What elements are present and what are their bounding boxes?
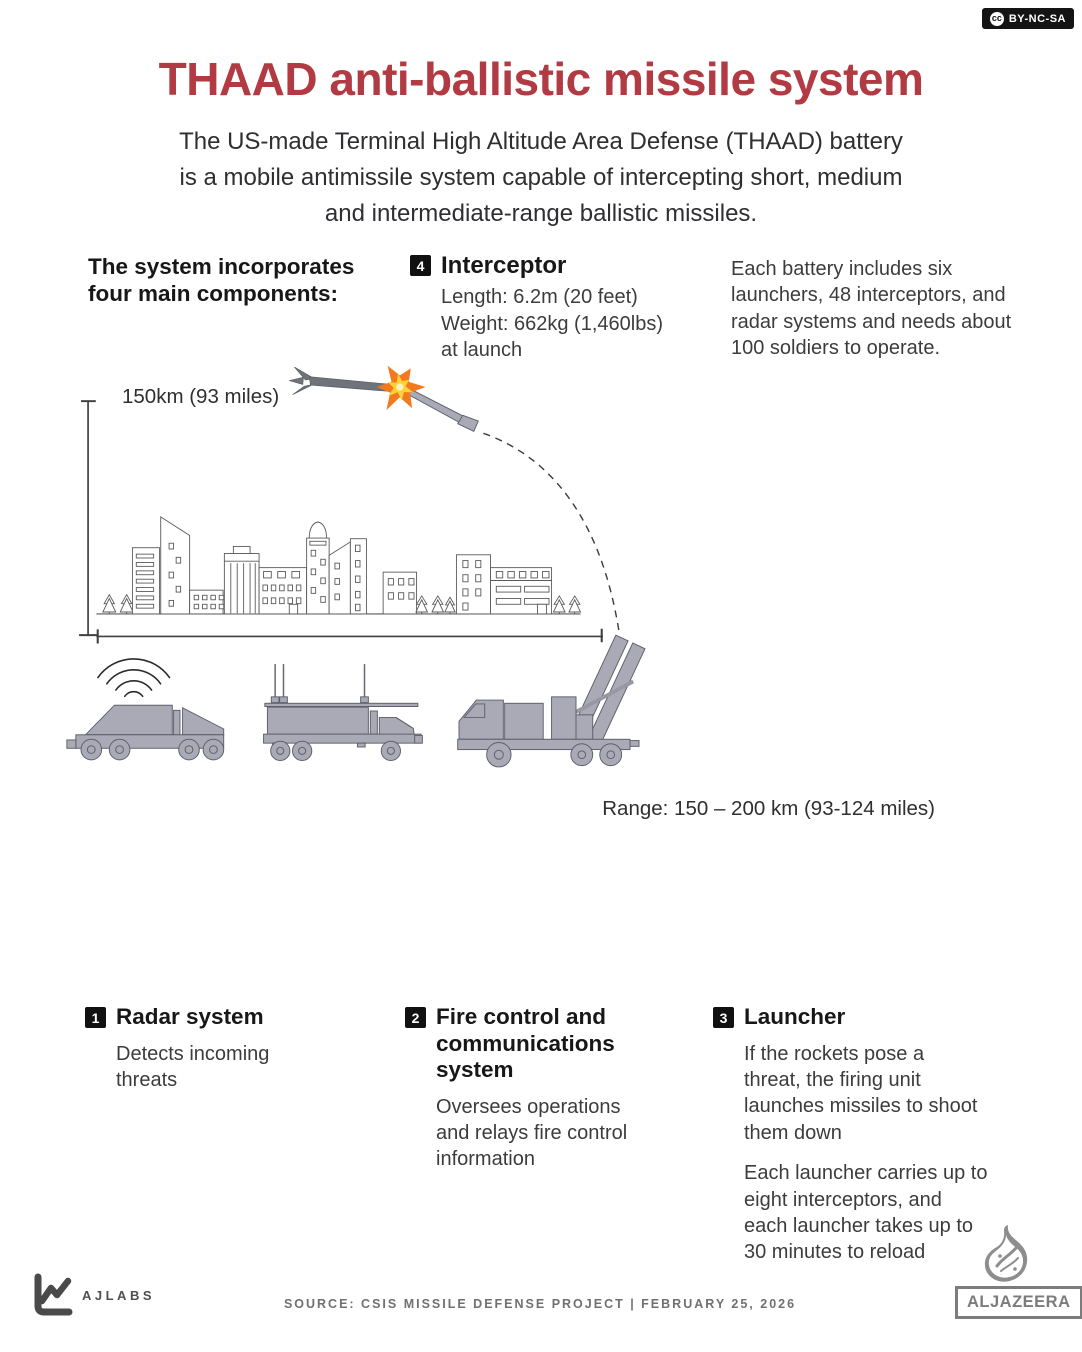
range-axis [96, 628, 603, 644]
component-1-title: Radar system [116, 1004, 264, 1029]
city-skyline-icon [96, 516, 582, 615]
component-interceptor-block: 4 Interceptor Length: 6.2m (20 feet) Wei… [410, 252, 695, 363]
aljazeera-calligraphy-icon [977, 1224, 1035, 1289]
explosion-burst-icon [376, 365, 426, 411]
ajlabs-brand: AJLABS [28, 1272, 155, 1318]
component-1-badge: 1 [85, 1007, 106, 1028]
ajlabs-label: AJLABS [82, 1287, 156, 1303]
line-chart-icon [34, 1273, 73, 1316]
radar-waves-icon [97, 658, 171, 698]
component-2-title: Fire control and communications system [436, 1004, 615, 1083]
components-heading: The system incorporates four main compon… [88, 254, 355, 306]
license-badge: cc BY-NC-SA [981, 8, 1074, 29]
subtitle-line-2: is a mobile antimissile system capable o… [179, 164, 903, 191]
component-3-badge: 3 [713, 1007, 734, 1028]
aljazeera-wordmark: ALJAZEERA [955, 1286, 1082, 1319]
interceptor-spec-length: Length: 6.2m (20 feet) [441, 286, 638, 309]
fire-control-truck [263, 664, 423, 761]
component-1-desc: Detects incoming threats [116, 1042, 270, 1091]
license-label: BY-NC-SA [1008, 12, 1066, 25]
interceptor-rocket-icon [404, 387, 479, 433]
component-launcher-block: 3 Launcher If the rockets pose a threat,… [713, 1004, 987, 1266]
component-fire-control-block: 2 Fire control and communications system… [405, 1004, 655, 1173]
dashed-trajectory-icon [483, 432, 620, 633]
diagram-art [66, 365, 646, 768]
launcher-truck [457, 679, 640, 768]
range-label: Range: 150 – 200 km (93-124 miles) [602, 797, 935, 820]
altitude-label: 150km (93 miles) [122, 385, 280, 408]
component-4-title: Interceptor [441, 252, 567, 279]
component-3-desc-2: Each launcher carries up to eight interc… [744, 1162, 988, 1264]
page-subtitle: The US-made Terminal High Altitude Area … [0, 124, 1082, 232]
subtitle-line-1: The US-made Terminal High Altitude Area … [179, 128, 903, 155]
component-3-title: Launcher [744, 1004, 846, 1029]
launcher-strut [564, 679, 635, 720]
interceptor-spec-weight: Weight: 662kg (1,460lbs) [441, 312, 663, 335]
source-line: SOURCE: CSIS MISSILE DEFENSE PROJECT | F… [283, 1297, 797, 1311]
interceptor-spec-launch: at launch [441, 339, 523, 362]
subtitle-line-3: and intermediate-range ballistic missile… [324, 200, 758, 227]
component-2-badge: 2 [405, 1007, 426, 1028]
component-4-badge: 4 [410, 255, 431, 276]
altitude-axis [79, 400, 98, 637]
battery-note: Each battery includes six launchers, 48 … [731, 258, 1012, 360]
radar-truck [66, 658, 225, 761]
component-2-desc: Oversees operations and relays fire cont… [436, 1095, 628, 1171]
incoming-missile-icon [289, 366, 392, 396]
page-title: THAAD anti-ballistic missile system [158, 53, 924, 105]
component-3-desc-1: If the rockets pose a threat, the firing… [744, 1042, 978, 1144]
component-radar-block: 1 Radar system Detects incoming threats [85, 1004, 315, 1093]
cc-icon: cc [989, 11, 1004, 26]
